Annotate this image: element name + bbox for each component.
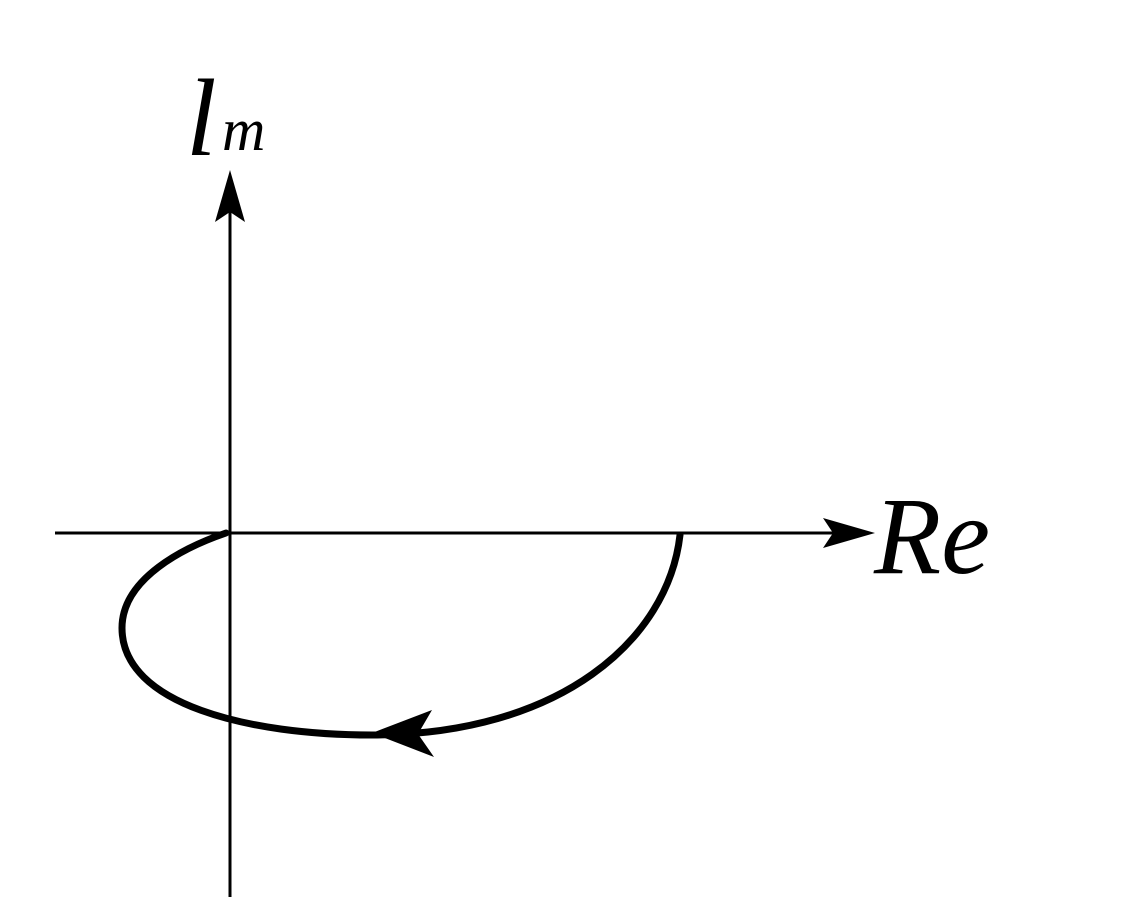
imaginary-axis-arrowhead — [215, 170, 245, 222]
nyquist-curve — [118, 529, 684, 739]
imaginary-axis-label-main: l — [186, 57, 217, 179]
real-axis-arrowhead — [823, 518, 875, 548]
imaginary-axis-label-sub: m — [222, 97, 265, 163]
direction-arrowhead — [372, 710, 434, 757]
real-axis-label: Re — [873, 475, 990, 597]
